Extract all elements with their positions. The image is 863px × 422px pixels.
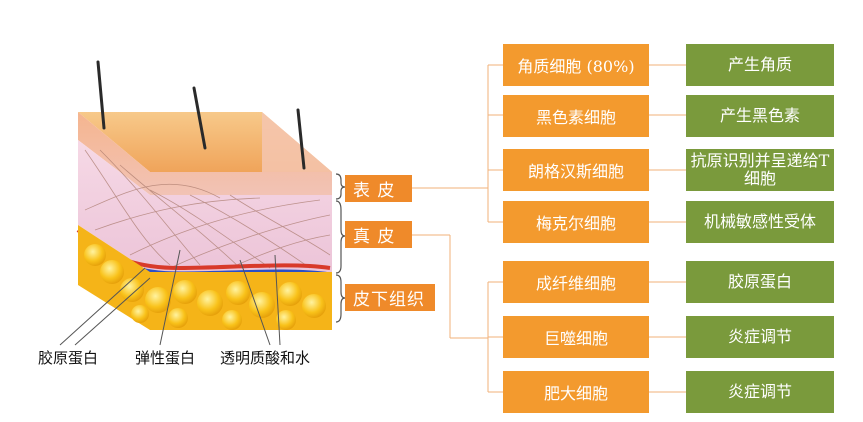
layer-label-dermis: 真 皮	[345, 221, 412, 248]
cell-box-melanocyte: 黑色素细胞	[503, 95, 649, 137]
fiber-label-elastin: 弹性蛋白	[135, 349, 196, 367]
layer-braces	[335, 173, 346, 323]
cell-box-langerhans: 朗格汉斯细胞	[503, 149, 649, 191]
function-box-collagen: 胶原蛋白	[686, 261, 834, 303]
function-box-inflammation-1: 炎症调节	[686, 316, 834, 358]
layer-label-subcutaneous: 皮下组织	[345, 284, 435, 311]
layer-label-epidermis: 表 皮	[345, 175, 412, 202]
cell-box-keratinocyte: 角质细胞 (80%)	[503, 44, 649, 86]
function-box-keratin: 产生角质	[686, 44, 834, 86]
function-box-inflammation-2: 炎症调节	[686, 371, 834, 413]
function-box-antigen: 抗原识别并呈递给T细胞	[686, 149, 834, 191]
cell-box-mast-cell: 肥大细胞	[503, 371, 649, 413]
epidermis-layer	[78, 112, 332, 195]
dermis-layer	[78, 140, 332, 272]
function-box-melanin: 产生黑色素	[686, 95, 834, 137]
cell-box-merkel: 梅克尔细胞	[503, 201, 649, 243]
fiber-network	[84, 149, 331, 269]
cell-box-macrophage: 巨噬细胞	[503, 316, 649, 358]
fiber-pointers	[59, 249, 281, 346]
function-box-mechanoreceptor: 机械敏感性受体	[686, 201, 834, 243]
fiber-label-collagen: 胶原蛋白	[38, 349, 99, 367]
connectors	[412, 64, 686, 393]
hair-strands	[96, 60, 306, 170]
fat-cells	[84, 244, 326, 330]
cell-box-fibroblast: 成纤维细胞	[503, 261, 649, 303]
fiber-label-hyaluronic: 透明质酸和水	[220, 349, 311, 367]
